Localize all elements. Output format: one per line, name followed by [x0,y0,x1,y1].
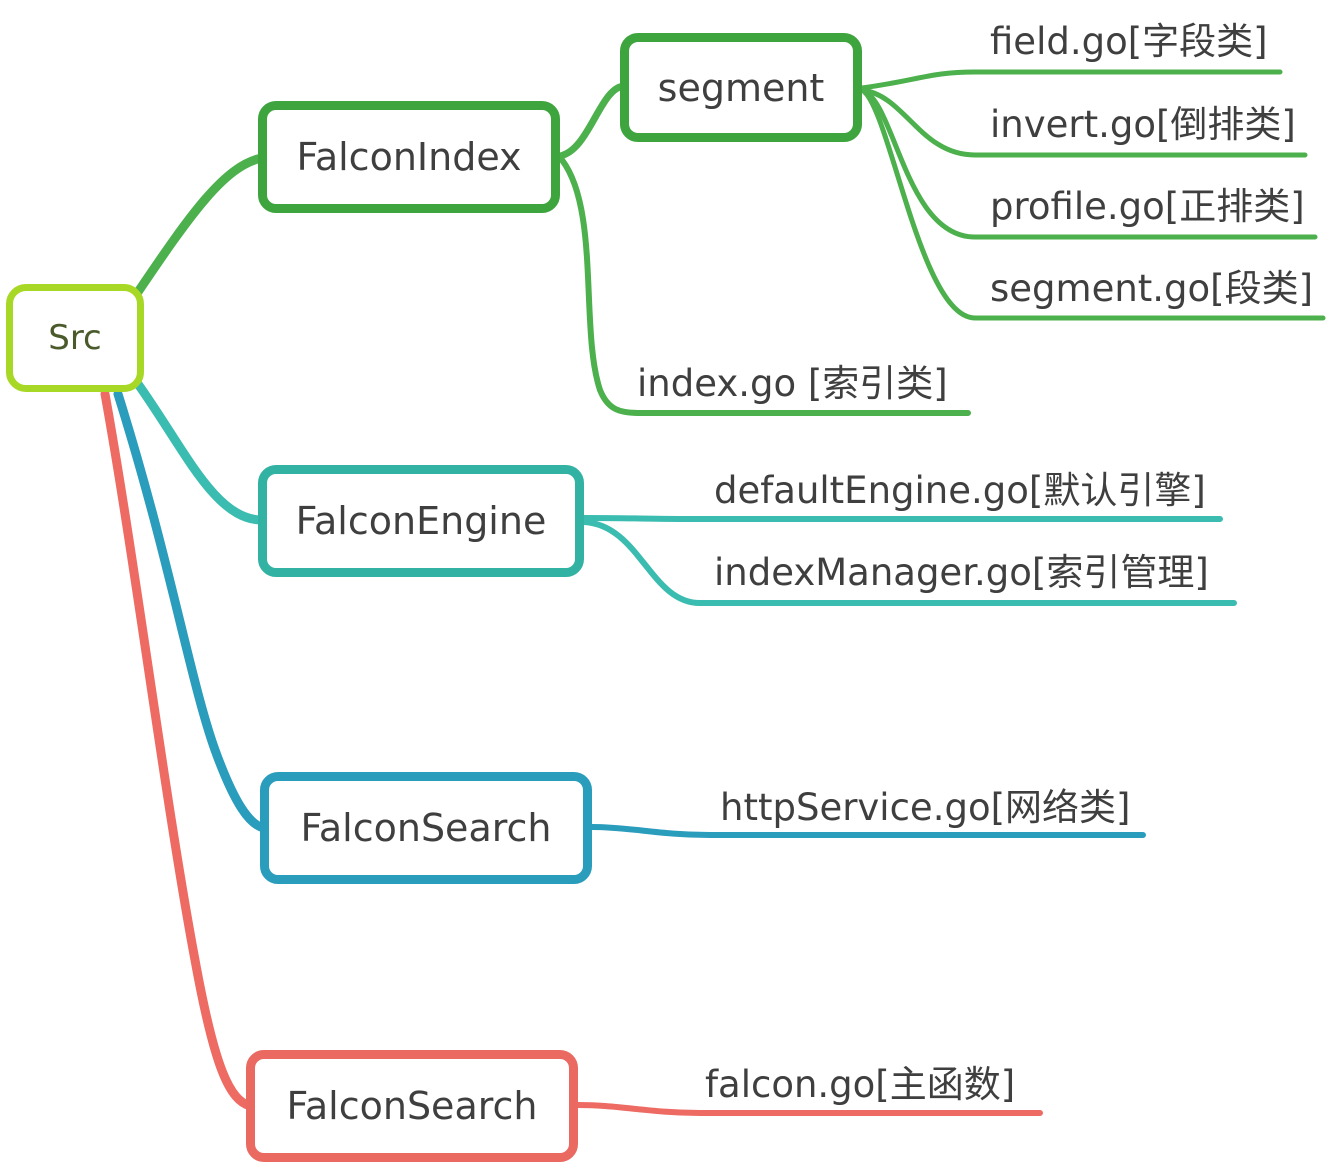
leaf-field-go[interactable]: field.go[字段类] [990,20,1268,63]
subbranch-node-label: segment [657,65,825,110]
root-node-src[interactable]: Src [6,284,144,392]
leaf-invert-go[interactable]: invert.go[倒排类] [990,103,1296,146]
edge-segment-segmentgo [859,87,1326,321]
edge-segment-profile [859,87,1318,240]
edge-falconsearch-httpservice [589,824,1146,838]
edge-falconengine-defaultengine [581,515,1223,522]
edge-segment-field [859,69,1283,91]
branch-node-falconindex[interactable]: FalconIndex [258,101,560,213]
leaf-index-go[interactable]: index.go [索引类] [637,362,948,405]
branch-node-label: FalconIndex [296,135,522,179]
branch-node-label: FalconEngine [295,499,547,543]
leaf-defaultengine-go[interactable]: defaultEngine.go[默认引擎] [714,469,1206,512]
root-node-label: Src [48,318,102,358]
edge-src-falconindex [133,153,267,297]
branch-node-label: FalconSearch [286,1084,538,1128]
leaf-falcon-go[interactable]: falcon.go[主函数] [705,1063,1016,1106]
leaf-indexmanager-go[interactable]: indexManager.go[索引管理] [714,551,1209,594]
subbranch-node-segment[interactable]: segment [620,33,862,142]
edge-falconsearch-falcongo [575,1102,1043,1116]
edge-segment-invert [859,87,1308,158]
branch-node-falconengine[interactable]: FalconEngine [258,465,584,577]
leaf-segment-go[interactable]: segment.go[段类] [990,267,1314,310]
edge-src-falconsearch-blue [113,389,269,833]
edge-falconengine-indexmanager [581,519,1237,606]
leaf-httpservice-go[interactable]: httpService.go[网络类] [720,786,1131,829]
edge-falconindex-indexgo [559,157,971,416]
branch-node-falconsearch-blue[interactable]: FalconSearch [260,772,592,884]
edge-falconindex-segment [556,82,629,160]
branch-node-falconsearch-red[interactable]: FalconSearch [246,1050,578,1162]
branch-node-label: FalconSearch [300,806,552,850]
edge-src-falconsearch-red [100,389,255,1111]
leaf-profile-go[interactable]: profile.go[正排类] [990,185,1305,228]
edge-src-falconengine [133,379,267,525]
